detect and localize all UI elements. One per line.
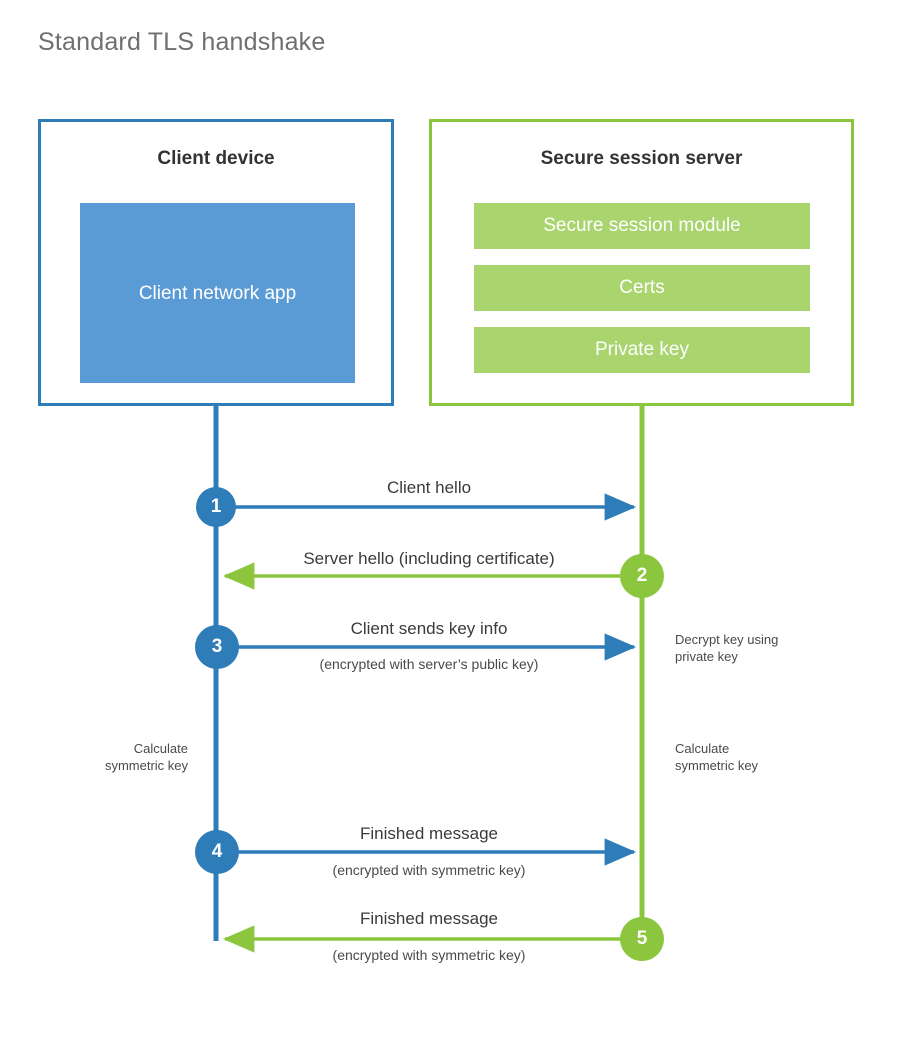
note-line: Calculate — [675, 741, 730, 756]
message-label-step-5: Finished message — [360, 909, 498, 928]
note-client-calculate-symmetric-key: Calculate symmetric key — [48, 740, 188, 774]
server-block-certs: Certs — [474, 265, 810, 311]
step-number: 5 — [636, 928, 648, 949]
note-line: private key — [675, 649, 738, 664]
server-block-private-key: Private key — [474, 327, 810, 373]
note-line: symmetric key — [104, 758, 188, 773]
client-network-app-label: Client network app — [138, 282, 297, 304]
step-marker-5[interactable]: 5 — [620, 917, 664, 961]
step-marker-4[interactable]: 4 — [195, 830, 239, 874]
server-block-label: Secure session module — [543, 215, 741, 236]
client-device-title: Client device — [157, 148, 275, 169]
note-line: Calculate — [133, 741, 188, 756]
page-title: Standard TLS handshake — [38, 28, 326, 56]
note-line: Decrypt key using — [675, 632, 779, 647]
message-sublabel-step-5: (encrypted with symmetric key) — [332, 947, 526, 963]
note-line: symmetric key — [675, 758, 759, 773]
message-label-step-4: Finished message — [360, 824, 498, 843]
step-number: 2 — [636, 565, 648, 586]
message-sublabel-step-4: (encrypted with symmetric key) — [332, 862, 526, 878]
step-number: 1 — [210, 496, 222, 517]
secure-session-server-title: Secure session server — [540, 148, 743, 169]
step-marker-2[interactable]: 2 — [620, 554, 664, 598]
client-device-box: Client device Client network app — [38, 119, 394, 406]
message-sublabel-step-3: (encrypted with server’s public key) — [319, 656, 539, 672]
server-block-label: Private key — [595, 339, 689, 360]
server-block-secure-session-module: Secure session module — [474, 203, 810, 249]
message-label-step-2: Server hello (including certificate) — [303, 549, 555, 568]
message-label-step-1: Client hello — [386, 478, 472, 497]
step-marker-1[interactable]: 1 — [196, 487, 236, 527]
secure-session-server-box: Secure session server Secure session mod… — [429, 119, 854, 406]
note-server-decrypt-key: Decrypt key using private key — [675, 631, 855, 665]
step-number: 4 — [211, 841, 223, 862]
note-server-calculate-symmetric-key: Calculate symmetric key — [675, 740, 835, 774]
client-network-app-block: Client network app — [80, 203, 355, 383]
message-label-step-3: Client sends key info — [350, 619, 508, 638]
server-block-label: Certs — [619, 277, 665, 298]
step-number: 3 — [211, 636, 223, 657]
step-marker-3[interactable]: 3 — [195, 625, 239, 669]
